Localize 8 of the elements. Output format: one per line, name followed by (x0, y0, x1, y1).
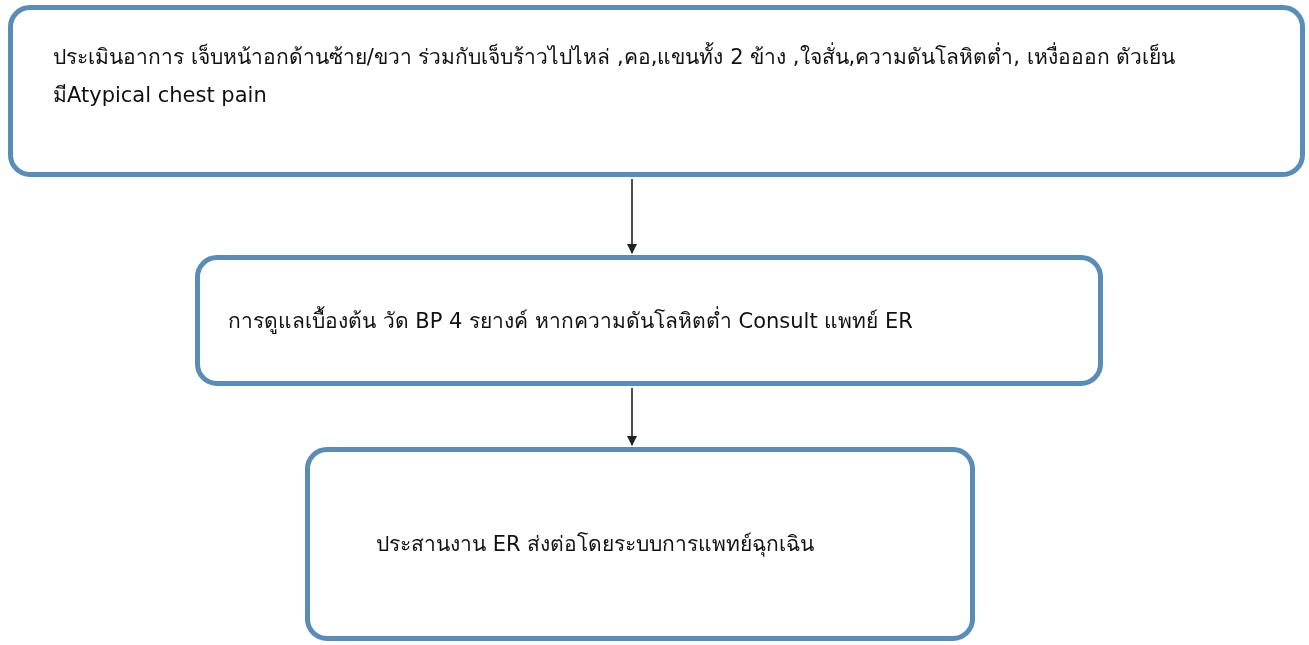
box-text: ประสานงาน ER ส่งต่อโดยระบบการแพทย์ฉุกเฉิน (376, 531, 815, 559)
box-text: การดูแลเบื้องต้น วัด BP 4 รยางค์ หากความดันโลหิตต่ำ Consult แพทย์ ER (228, 305, 913, 336)
process-box (195, 255, 1103, 386)
process-box (305, 447, 975, 641)
arrow (627, 387, 637, 446)
box-text: ประเมินอาการ เจ็บหน้าอกด้านซ้าย/ขวา ร่วมกับเจ็บร้าวไปไหล่ ,คอ,แขนทั้ง 2 ข้าง ,ใจสั่น,ความดันโลหิตต่ำ, เหงื่อออก ตัวเย็น มีAtypical chest pain (53, 38, 1260, 114)
process-box (8, 5, 1305, 177)
arrow (627, 178, 637, 254)
